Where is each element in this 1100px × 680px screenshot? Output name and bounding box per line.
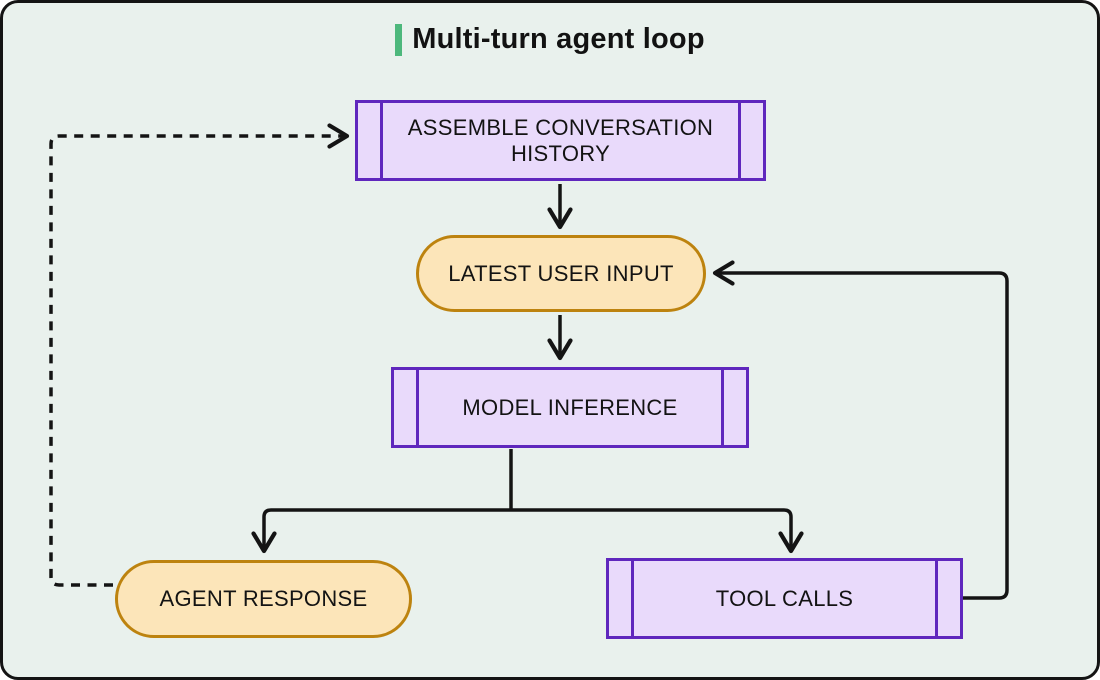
- subroutine-inner-line: [631, 561, 634, 636]
- node-label-agent-response: AGENT RESPONSE: [159, 586, 368, 612]
- node-label-tool-calls: TOOL CALLS: [715, 585, 854, 611]
- subroutine-inner-line: [721, 370, 724, 445]
- subroutine-inner-line: [380, 103, 383, 178]
- subroutine-inner-line: [935, 561, 938, 636]
- node-agent-response: AGENT RESPONSE: [115, 560, 412, 638]
- node-assemble-history: ASSEMBLE CONVERSATION HISTORY: [355, 100, 766, 181]
- diagram-title: Multi-turn agent loop: [412, 23, 705, 55]
- node-label-assemble-history: ASSEMBLE CONVERSATION HISTORY: [407, 114, 714, 166]
- connector-layer: [49, 123, 1009, 600]
- node-model-inference: MODEL INFERENCE: [391, 367, 749, 448]
- node-tool-calls: TOOL CALLS: [606, 558, 963, 639]
- subroutine-inner-line: [738, 103, 741, 178]
- edge-branch-to-agent-and-tools: [251, 508, 804, 554]
- node-label-model-inference: MODEL INFERENCE: [462, 394, 678, 420]
- subroutine-inner-line: [416, 370, 419, 445]
- edge-tools-to-latest-feedback: [712, 260, 1009, 600]
- edge-agent-to-assemble-feedback: [49, 123, 350, 587]
- title-accent-bar: [395, 23, 403, 56]
- node-latest-user-input: LATEST USER INPUT: [416, 235, 706, 312]
- diagram-header: Multi-turn agent loop: [3, 23, 1097, 56]
- node-label-latest-user-input: LATEST USER INPUT: [448, 260, 674, 286]
